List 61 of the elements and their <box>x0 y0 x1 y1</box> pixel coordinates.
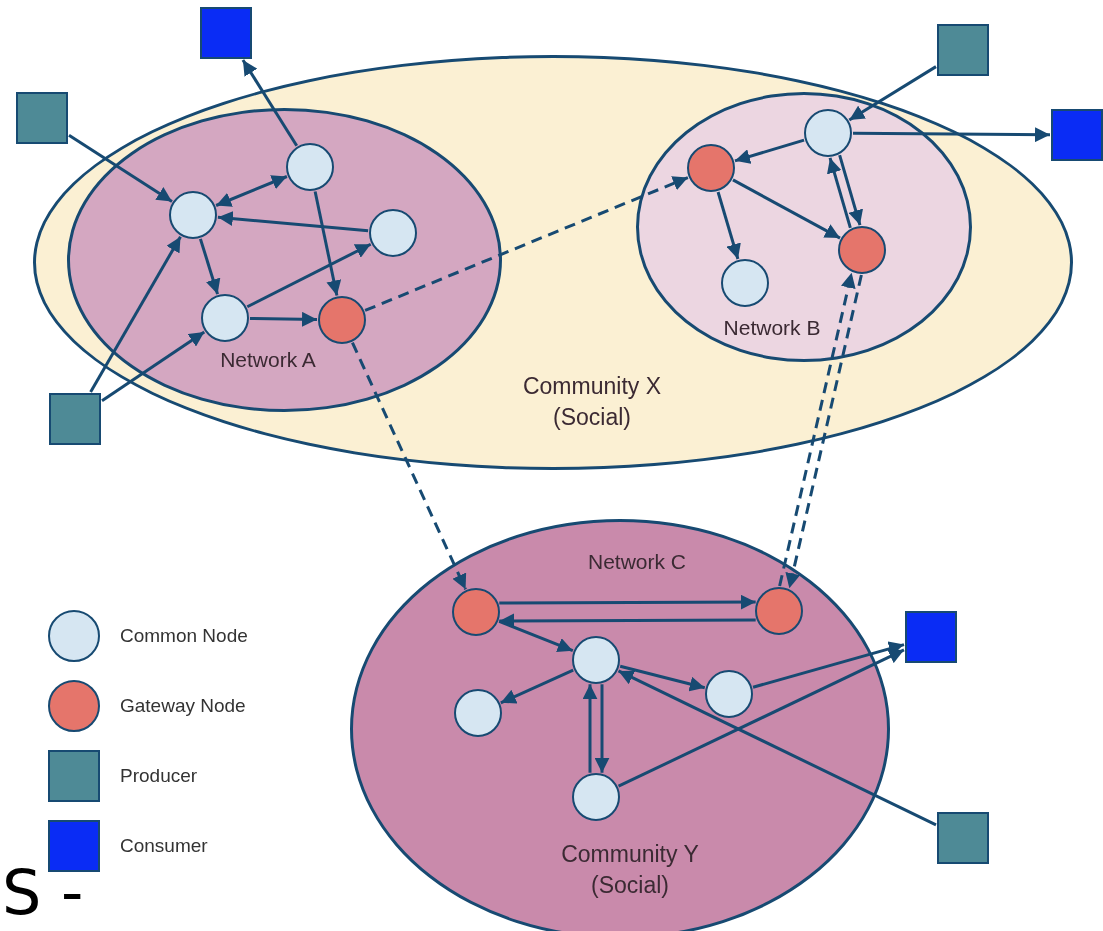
node-label: Community X (Social) <box>521 371 662 432</box>
node-circle <box>318 296 366 344</box>
arrow <box>853 127 1050 143</box>
arrow <box>199 238 221 295</box>
arrow <box>89 235 182 393</box>
arrow <box>249 311 318 327</box>
node-label: Network C <box>587 548 687 575</box>
arrow <box>594 684 610 773</box>
node-circle <box>721 259 769 307</box>
node-circle <box>705 670 753 718</box>
arrow <box>827 157 852 229</box>
arrow <box>500 668 574 705</box>
legend-label: Gateway Node <box>120 695 246 717</box>
node-circle <box>454 689 502 737</box>
arrow <box>499 594 756 610</box>
node-circle <box>572 636 620 684</box>
arrow <box>351 342 467 590</box>
square-node <box>16 92 68 144</box>
text-fragment: S - <box>2 862 84 924</box>
node-circle <box>687 144 735 192</box>
node-circle <box>169 191 217 239</box>
node-label: Network B <box>722 314 822 341</box>
node-circle <box>755 587 803 635</box>
arrow <box>716 191 741 260</box>
legend-label: Consumer <box>120 835 208 857</box>
square-node <box>905 611 957 663</box>
arrow <box>68 134 173 203</box>
arrow <box>785 274 863 589</box>
node-circle <box>201 294 249 342</box>
node-label: Community Y (Social) <box>560 839 700 900</box>
node-circle <box>572 773 620 821</box>
arrow <box>215 175 288 207</box>
arrow <box>619 664 706 692</box>
arrow <box>498 619 574 653</box>
node-circle <box>369 209 417 257</box>
arrow <box>364 176 689 312</box>
arrow <box>313 191 342 296</box>
arrow <box>732 178 841 240</box>
node-circle <box>452 588 500 636</box>
arrow <box>778 272 856 587</box>
arrow <box>582 684 598 773</box>
legend-label: Producer <box>120 765 198 787</box>
square-node <box>200 7 252 59</box>
arrow <box>838 154 863 226</box>
square-node <box>1051 109 1103 161</box>
node-circle <box>838 226 886 274</box>
arrow <box>101 330 206 403</box>
node-circle <box>804 109 852 157</box>
arrow <box>752 641 905 689</box>
arrow <box>848 65 937 122</box>
arrow <box>617 669 937 827</box>
arrow <box>246 242 372 309</box>
node-circle <box>286 143 334 191</box>
arrow <box>734 138 805 164</box>
arrow <box>217 211 369 233</box>
arrow <box>617 648 905 788</box>
node-label: Network A <box>219 346 317 373</box>
arrow <box>241 59 298 147</box>
square-node <box>937 24 989 76</box>
legend-label: Common Node <box>120 625 248 647</box>
square-node <box>937 812 989 864</box>
